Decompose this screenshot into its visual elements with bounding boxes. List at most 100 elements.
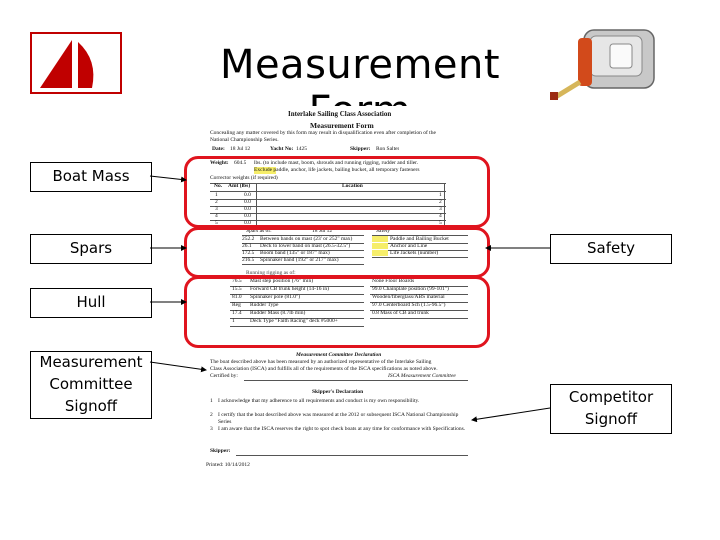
- hull-right-row-label: 97.0 Centerboard Sch (1.5-96.5"): [372, 302, 446, 308]
- spar-row-value: 252.2: [242, 236, 255, 242]
- mass-row-location: 4: [439, 213, 442, 219]
- hull-right-row-line: [370, 318, 468, 319]
- hull-right-row-line: [370, 302, 468, 303]
- spar-row-label: Spinnaker band (192" or 217" max): [260, 257, 339, 263]
- spar-row-line: [242, 264, 364, 265]
- sailboat-logo-icon: [40, 40, 94, 88]
- safety-row-label: Paddle and Bailing Bucket: [390, 236, 449, 242]
- hull-row-label: Spinnaker pole (81.0"): [250, 294, 301, 300]
- hull-row-value: Reg: [232, 302, 241, 308]
- rigging-heading: Running rigging as of:: [246, 270, 296, 276]
- measurement-form-document: Interlake Sailing Class Association Meas…: [200, 106, 470, 476]
- form-header-association: Interlake Sailing Class Association: [288, 110, 392, 118]
- spars-heading: Spars as of:: [246, 228, 272, 234]
- hull-right-row-label: None Floor Boards: [372, 278, 415, 284]
- mass-row-amt: 0.0: [244, 192, 251, 198]
- label-spars: Spars: [30, 234, 152, 264]
- committee-text: The boat described above has been measur…: [210, 359, 432, 365]
- declaration-number: 2: [210, 412, 213, 418]
- mass-row-line: [210, 213, 446, 214]
- mass-row-amt: 0.0: [244, 220, 251, 226]
- hull-row-line: [230, 302, 364, 303]
- printed-date: Printed: 10/14/2012: [206, 462, 250, 468]
- mass-table-top-line: [210, 183, 446, 184]
- highlight-boat-mass: [184, 156, 490, 228]
- date-label: Date:: [212, 146, 225, 152]
- safety-checkbox: [372, 236, 388, 242]
- weight-note-2: Exclude paddle, anchor, life jackets, ba…: [254, 167, 420, 173]
- hull-right-row-label: Wooden/fiberglass/ABS material: [372, 294, 445, 300]
- hull-row-line: [230, 286, 364, 287]
- spar-row-line: [242, 243, 364, 244]
- committee-text-2: Class Association (ISCA) and fulfills al…: [210, 366, 438, 372]
- label-safety: Safety: [550, 234, 672, 264]
- mass-col-no: No.: [214, 183, 223, 189]
- hull-row-line: [230, 294, 364, 295]
- hull-right-row-line: [370, 294, 468, 295]
- hull-row-value: 17.4: [232, 310, 242, 316]
- safety-row-line: [372, 250, 468, 251]
- form-intro: Concealing any matter covered by this fo…: [210, 130, 436, 136]
- highlight-spars-safety: [184, 227, 490, 278]
- mass-row-no: 1: [215, 192, 218, 198]
- mass-row-location: 2: [439, 199, 442, 205]
- hull-row-label: Rudder Type: [250, 302, 279, 308]
- skipper-value: Ron Salter: [376, 146, 400, 152]
- hull-row-line: [230, 326, 364, 327]
- hull-row-label: Deck Type "Faith Racing" deck #5000+: [250, 318, 338, 324]
- weight-note: lbs. (to include mast, boom, shrouds and…: [254, 160, 419, 166]
- skipper-label: Skipper:: [350, 146, 371, 152]
- weight-note-highlight: [254, 167, 276, 174]
- skipper-signature-line: [236, 455, 468, 456]
- safety-row-label: Anchor and Line: [390, 243, 428, 249]
- hull-row-label: Rudder Mass (8.7lb min): [250, 310, 306, 316]
- declaration-number: 3: [210, 426, 213, 432]
- hull-right-row-line: [370, 286, 468, 287]
- certified-line: [244, 380, 468, 381]
- mass-row-amt: 0.0: [244, 213, 251, 219]
- declaration-number: 1: [210, 398, 213, 404]
- certified-value: ISCA Measurement Committee: [388, 373, 456, 379]
- yacht-label: Yacht No:: [270, 146, 294, 152]
- hull-row-label: Mast step position (76" min): [250, 278, 314, 284]
- spar-row-label: Between bands on mast (23' or 252" max): [260, 236, 353, 242]
- spar-row-value: 26.1: [242, 243, 252, 249]
- connector-boat-mass: [149, 175, 187, 183]
- hull-right-row-label: 99.0 Chainplate position (99-101"): [372, 286, 449, 292]
- hull-right-row-label: 0.8 Mass of CB and trunk: [372, 310, 429, 316]
- mass-table-header-line: [210, 191, 446, 192]
- safety-row-line: [372, 257, 468, 258]
- connector-committee: [149, 361, 207, 373]
- yacht-value: 1425: [296, 146, 307, 152]
- corrector-label: Corrector weights (if required): [210, 175, 278, 181]
- mass-row-no: 2: [215, 199, 218, 205]
- spar-row-label: Deck to lower band on mast (26.5-32.5"): [260, 243, 351, 249]
- hull-row-value: 15.5: [232, 286, 242, 292]
- safety-checkbox: [372, 250, 388, 256]
- weight-label: Weight:: [210, 160, 229, 166]
- form-intro-2: National Championship Series.: [210, 137, 279, 143]
- declaration-text: I am aware that the ISCA reserves the ri…: [218, 426, 466, 432]
- spars-date: 18 Jul 12: [312, 228, 333, 234]
- spars-top-line: [242, 235, 364, 236]
- declaration-text: I acknowledge that my adherence to all r…: [218, 398, 420, 404]
- committee-heading: Measurement Committee Declaration: [296, 352, 382, 358]
- spar-row-line: [242, 257, 364, 258]
- weight-value: 604.5: [234, 160, 247, 166]
- mass-row-line: [210, 199, 446, 200]
- date-value: 18 Jul 12: [230, 146, 251, 152]
- spar-row-label: Boom band (135" or 187" max): [260, 250, 330, 256]
- mass-col-amt: Amt (lbs): [228, 183, 251, 189]
- label-boat-mass: Boat Mass: [30, 162, 152, 192]
- logo-frame: [30, 32, 122, 94]
- tape-measure-icon: [550, 29, 655, 101]
- highlight-hull: [184, 276, 490, 348]
- spar-row-line: [242, 250, 364, 251]
- mass-row-no: 5: [215, 220, 218, 226]
- mass-row-line: [210, 220, 446, 221]
- declaration-text: I certify that the boat described above …: [218, 412, 459, 425]
- mass-col-location: Location: [342, 183, 363, 189]
- hull-row-label: Forward CB trunk height (14-16 in): [250, 286, 329, 292]
- spar-row-value: 216.5: [242, 257, 255, 263]
- skipper-declaration-heading: Skipper's Declaration: [312, 389, 364, 395]
